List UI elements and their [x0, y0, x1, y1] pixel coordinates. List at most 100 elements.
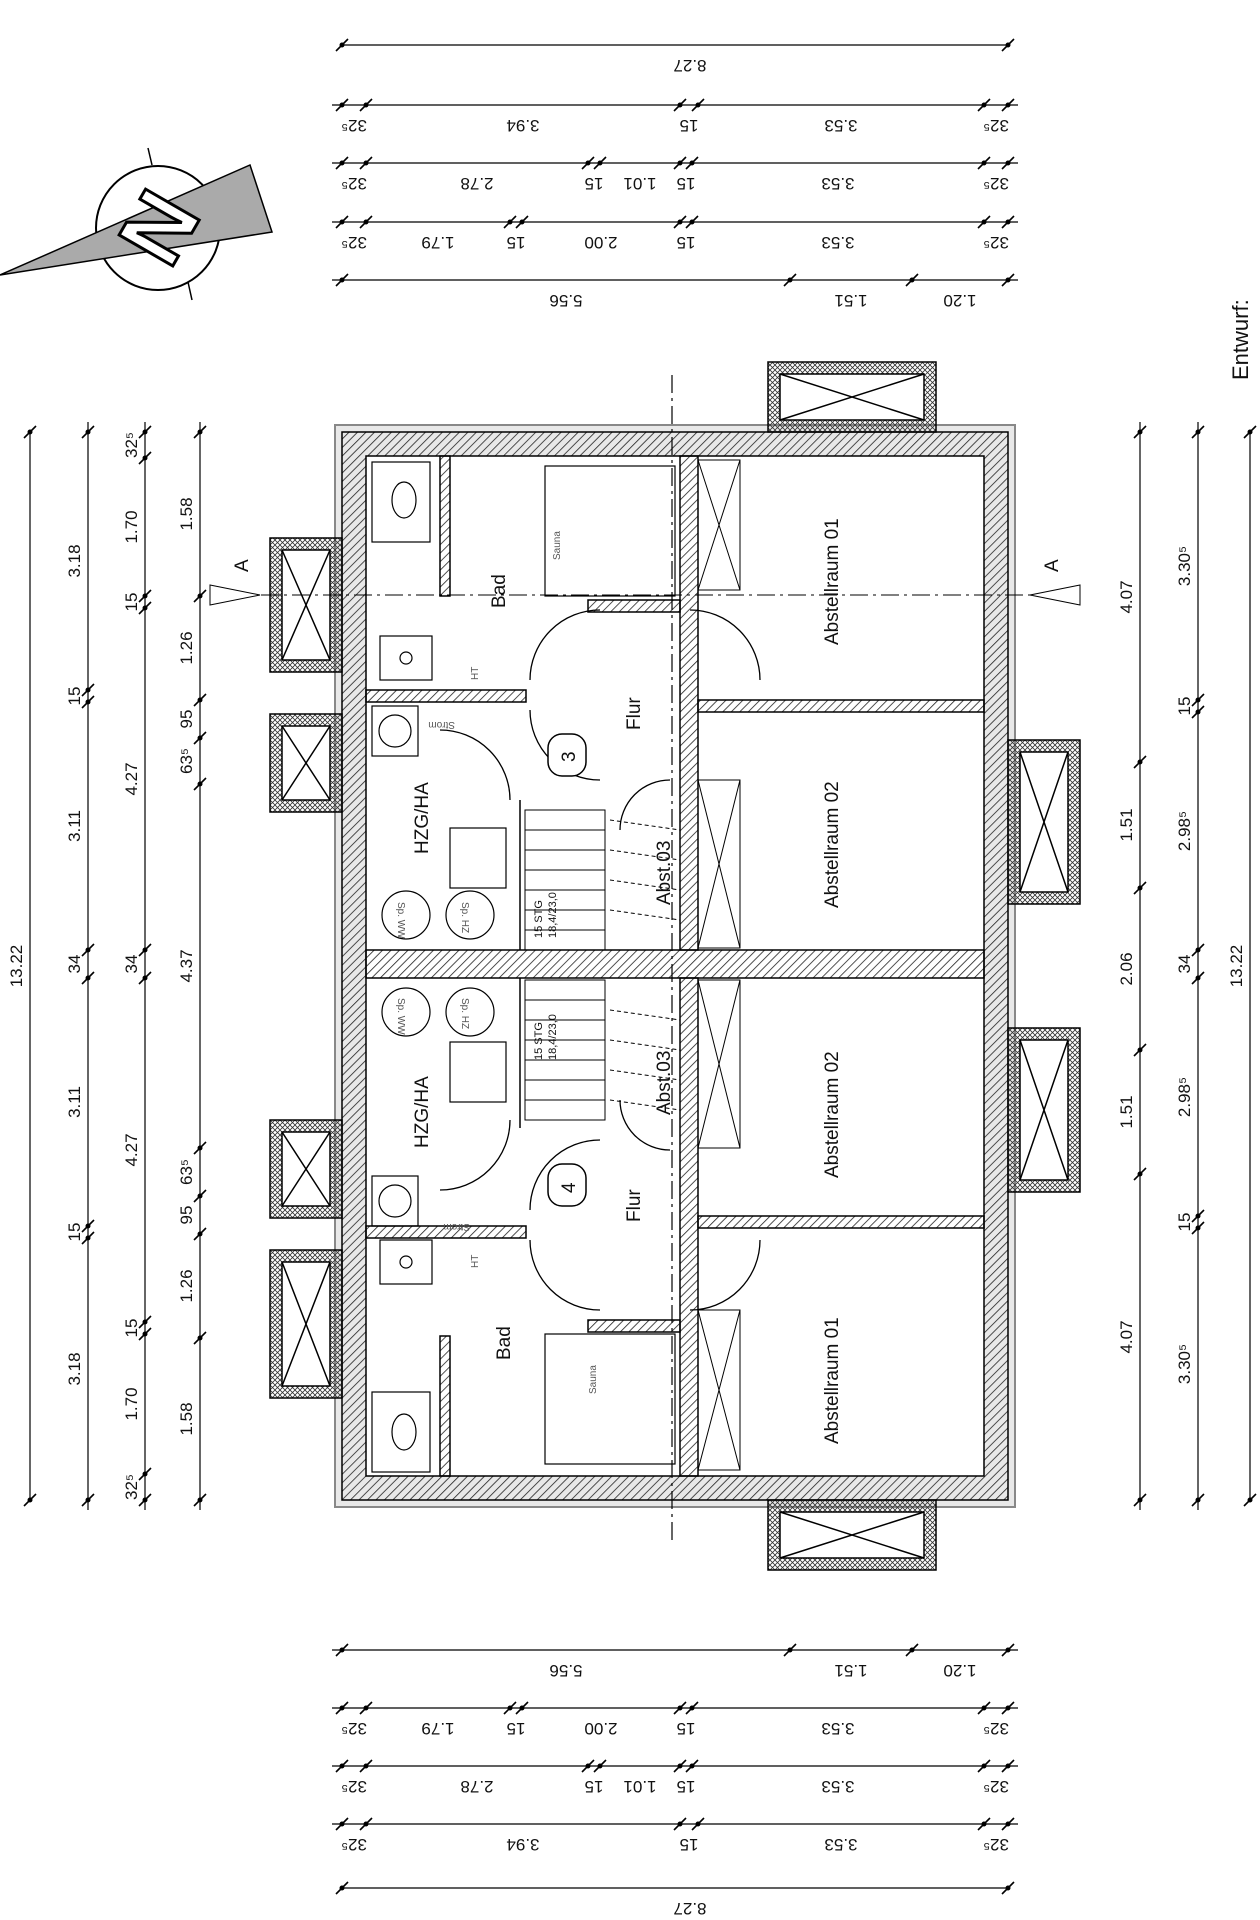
dim-bottom-overall: 8.27 [673, 1899, 706, 1918]
dim-right-col1-3: 1.51 [1117, 1095, 1136, 1128]
label-stairs-4: 15 STG [533, 1022, 545, 1060]
dim-bottom-row2-4: 15 [677, 1777, 696, 1796]
dim-top-row2-2: 15 [585, 174, 604, 193]
label-strom-4: Strom [443, 1221, 470, 1232]
dim-left-col3-4: 4.37 [177, 949, 196, 982]
north-arrow-icon: N [0, 147, 273, 301]
door-swings [439, 609, 761, 1311]
dim-left-col3-6: 95 [177, 1206, 196, 1225]
section-marker-right: A [1042, 559, 1063, 572]
dim-left-col2-6: 15 [122, 1319, 141, 1338]
dim-right-col2-0: 3.30⁵ [1175, 546, 1194, 586]
dim-top-row2-4: 15 [677, 174, 696, 193]
dimension-chains: 13.223.18153.11343.11153.1832⁵1.70154.27… [7, 38, 1257, 1918]
dim-left-col3-8: 1.58 [177, 1402, 196, 1435]
room-abst03-4: Abst.03 [654, 1051, 675, 1115]
dim-top-row3-5: 3.53 [821, 233, 854, 252]
label-strom-3: Strom [428, 719, 455, 730]
room-abstellraum1-4: Abstellraum 01 [822, 1317, 843, 1444]
dim-right-col1-1: 1.51 [1117, 808, 1136, 841]
unit-number-4: 4 [559, 1182, 580, 1193]
label-sp-ww-4: Sp. WW [395, 998, 406, 1035]
dim-left-col2-3: 4.27 [122, 762, 141, 795]
dim-right-overall: 13.22 [1227, 945, 1246, 988]
interior-walls [365, 455, 985, 1477]
room-hzg-3: HZG/HA [412, 782, 433, 854]
dim-top-row2-1: 2.78 [460, 174, 493, 193]
dim-top-row4-2: 1.20 [943, 291, 976, 310]
dim-right-col1-0: 4.07 [1117, 580, 1136, 613]
room-abstellraum1-3: Abstellraum 01 [822, 518, 843, 645]
dim-top-row3-1: 1.79 [421, 233, 454, 252]
room-hzg-4: HZG/HA [412, 1076, 433, 1148]
dim-left-col3-2: 95 [177, 710, 196, 729]
unit-number-3: 3 [559, 751, 580, 762]
dim-right-col2-6: 3.30⁵ [1175, 1344, 1194, 1384]
label-sp-ww-3: Sp. WW [395, 902, 406, 939]
dim-top-overall: 8.27 [673, 56, 706, 75]
dim-right-col2-5: 15 [1175, 1213, 1194, 1232]
dim-bottom-row3-1: 1.79 [421, 1719, 454, 1738]
section-marker-left: A [232, 559, 253, 572]
dim-left-col3-7: 1.26 [177, 1269, 196, 1302]
dim-bottom-row4-1: 1.51 [834, 1661, 867, 1680]
label-ht-4: HT [470, 1255, 481, 1268]
room-sauna-3: Sauna [552, 531, 563, 560]
dim-left-col2-4: 34 [122, 955, 141, 974]
label-stairs-dim-3: 18,4/23,0 [547, 892, 559, 938]
dim-bottom-row2-0: 32⁵ [341, 1777, 367, 1796]
dim-left-col1-2: 3.11 [65, 810, 84, 842]
dim-left-col1-0: 3.18 [65, 544, 84, 577]
dim-right-col2-1: 15 [1175, 697, 1194, 716]
dim-bottom-row2-3: 1.01 [623, 1777, 656, 1796]
dim-left-col3-1: 1.26 [177, 631, 196, 664]
dim-bottom-row2-5: 3.53 [821, 1777, 854, 1796]
label-stairs-3: 15 STG [533, 900, 545, 938]
room-flur-4: Flur [624, 1189, 645, 1222]
dim-left-overall: 13.22 [7, 945, 26, 988]
dim-top-row2-6: 32⁵ [983, 174, 1009, 193]
dim-top-row3-3: 2.00 [584, 233, 617, 252]
section-line [209, 375, 1081, 1545]
dim-bottom-row1-1: 3.94 [506, 1835, 539, 1854]
dim-left-col2-5: 4.27 [122, 1133, 141, 1166]
label-sp-hz-4: Sp. HZ [459, 998, 470, 1029]
unit-badges [547, 733, 587, 1207]
dim-bottom-row1-2: 15 [680, 1835, 699, 1854]
dim-bottom-row2-1: 2.78 [460, 1777, 493, 1796]
dim-top-row1-2: 15 [680, 116, 699, 135]
dim-right-col2-2: 2.98⁵ [1175, 811, 1194, 851]
dim-top-row3-6: 32⁵ [983, 233, 1009, 252]
room-abstellraum2-3: Abstellraum 02 [822, 781, 843, 908]
room-bad-3: Bad [489, 574, 510, 608]
room-abstellraum2-4: Abstellraum 02 [822, 1051, 843, 1178]
dim-bottom-row4-0: 5.56 [549, 1661, 582, 1680]
dim-left-col3-3: 63⁵ [177, 748, 196, 774]
dim-top-row3-4: 15 [677, 233, 696, 252]
dim-top-row1-0: 32⁵ [341, 116, 367, 135]
dim-left-col1-6: 3.18 [65, 1352, 84, 1385]
dim-bottom-row3-3: 2.00 [584, 1719, 617, 1738]
label-sp-hz-3: Sp. HZ [459, 902, 470, 933]
dim-bottom-row1-4: 32⁵ [983, 1835, 1009, 1854]
dim-left-col2-2: 15 [122, 593, 141, 612]
room-flur-3: Flur [624, 697, 645, 730]
dim-top-row2-0: 32⁵ [341, 174, 367, 193]
dim-top-row1-1: 3.94 [506, 116, 539, 135]
dim-bottom-row4-2: 1.20 [943, 1661, 976, 1680]
sanitary-fixtures [371, 461, 676, 1473]
dim-bottom-row3-4: 15 [677, 1719, 696, 1738]
dim-top-row1-3: 3.53 [824, 116, 857, 135]
label-ht-3: HT [470, 667, 481, 680]
dim-left-col3-5: 63⁵ [177, 1159, 196, 1185]
dim-bottom-row3-6: 32⁵ [983, 1719, 1009, 1738]
dim-top-row4-1: 1.51 [834, 291, 867, 310]
dim-bottom-row3-2: 15 [507, 1719, 526, 1738]
room-sauna-4: Sauna [588, 1365, 599, 1394]
dim-bottom-row2-2: 15 [585, 1777, 604, 1796]
dim-top-row2-3: 1.01 [623, 174, 656, 193]
room-abst03-3: Abst.03 [654, 841, 675, 905]
dim-left-col3-0: 1.58 [177, 497, 196, 530]
room-bad-4: Bad [494, 1326, 515, 1360]
dim-right-col2-3: 34 [1175, 955, 1194, 974]
